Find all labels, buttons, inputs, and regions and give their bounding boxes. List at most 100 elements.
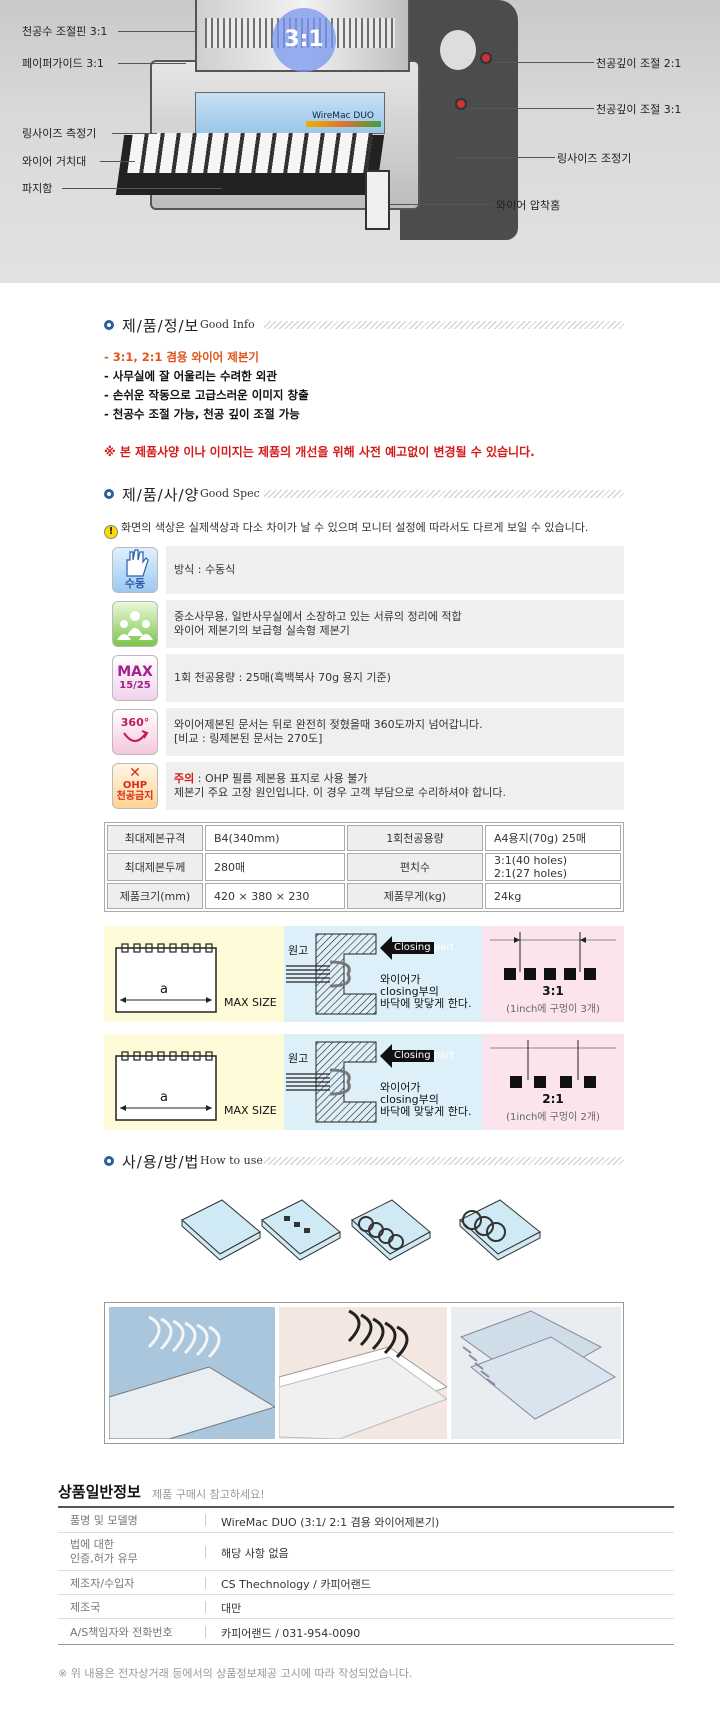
callout-depth-21: 천공깊이 조절 2:1 [596, 57, 682, 70]
bullet-icon [104, 320, 114, 330]
spec-table: 최대제본규격 B4(340mm) 1회천공용량 A4용지(70g) 25매 최대… [104, 822, 624, 912]
section-subtitle: How to use [200, 1154, 263, 1167]
bullet-icon [104, 1156, 114, 1166]
office-people-icon [112, 601, 158, 647]
general-info-row: 법에 대한 인증,허가 유무 해당 사항 없음 [58, 1533, 674, 1571]
table-cell: B4(340mm) [205, 825, 345, 851]
ratio-label: 3:1 [542, 984, 564, 998]
spec-row-360: 360° 와이어제본된 문서는 뒤로 완전히 젖혔을때 360도까지 넘어갑니다… [110, 708, 624, 756]
icon-caption: 수동 [124, 577, 146, 590]
callout-scrap-tray: 파지함 [22, 182, 53, 195]
machine-handle-hole [440, 30, 476, 70]
callout-line [118, 63, 186, 64]
callout-line [494, 62, 594, 63]
table-header-cell: 1회천공용량 [347, 825, 483, 851]
spec-line: 중소사무용, 일반사무실에서 소장하고 있는 서류의 정리에 적합 [174, 610, 462, 623]
table-header-cell: 제품크기(mm) [107, 883, 203, 909]
change-notice: ※ 본 제품사양 이나 이미지는 제품의 개선을 위해 사전 예고없이 변경될 … [104, 445, 535, 459]
info-lines: - 3:1, 2:1 겸용 와이어 제본기 - 사무실에 잘 어울리는 수려한 … [104, 348, 309, 424]
spec-text: 1회 천공용량 : 25매(흑백복사 70g 용지 기준) [166, 654, 624, 702]
spec-row-capacity: MAX 15/25 1회 천공용량 : 25매(흑백복사 70g 용지 기준) [110, 654, 624, 702]
general-info-row: 제조자/수입자 CS Thechnology / 카피어랜드 [58, 1571, 674, 1595]
callout-depth-31: 천공깊이 조절 3:1 [596, 103, 682, 116]
table-header-cell: 최대제본두께 [107, 853, 203, 881]
warning-text: 화면의 색상은 실제색상과 다소 차이가 날 수 있으며 모니터 설정에 따라서… [121, 521, 589, 534]
spec-line: 와이어 제본기의 보급형 실속형 제본기 [174, 624, 350, 637]
callout-paper-guide: 페이퍼가이드 3:1 [22, 57, 104, 70]
info-line: - 3:1, 2:1 겸용 와이어 제본기 [104, 350, 260, 364]
section-heading-spec: 제/품/사/양 Good Spec [104, 484, 624, 504]
depth-knob-31 [455, 98, 467, 110]
info-key: 법에 대한 인증,허가 유무 [70, 1538, 138, 1565]
section-title: 사/용/방/법 [122, 1153, 200, 1171]
closing-desc: 와이어가 closing부의 바닥에 맞닿게 한다. [380, 1081, 472, 1118]
a-label: a [160, 1090, 168, 1105]
howto-steps-illustration [181, 1199, 541, 1261]
icon-caption: 360° [120, 716, 150, 729]
callout-line [62, 188, 222, 189]
ratio-label: 2:1 [542, 1092, 564, 1106]
general-info-subtitle: 제품 구매시 참고하세요! [152, 1488, 265, 1501]
info-value: 해당 사항 없음 [221, 1547, 289, 1560]
caution-label: 주의 [174, 772, 195, 785]
table-cell: 420 × 380 × 230 [205, 883, 345, 909]
brand-label: WireMac DUO [312, 111, 374, 121]
spec-line: 제본기 주요 고장 원인입니다. 이 경우 고객 부담으로 수리하셔야 합니다. [174, 786, 506, 799]
closing-panel: 원고 Closing part 와이어가 closing부의 바닥에 맞닿게 한… [284, 1034, 482, 1130]
table-cell: 280매 [205, 853, 345, 881]
callout-ring-size-gauge: 링사이즈 측정기 [22, 127, 97, 140]
depth-knob-21 [480, 52, 492, 64]
table-row: 제품크기(mm) 420 × 380 × 230 제품무게(kg) 24kg [107, 883, 621, 909]
wire-closer-shape [365, 170, 390, 230]
max-size-panel: a MAX SIZE [104, 926, 284, 1022]
hole-ratio-panel: 3:1 (1inch에 구멍이 3개) [482, 926, 624, 1022]
caution-text: : OHP 필름 제본용 표지로 사용 불가 [194, 772, 368, 785]
section-title: 제/품/사/양 [122, 486, 200, 504]
photo-clear-cover [451, 1307, 621, 1439]
callout-line [455, 157, 555, 158]
table-row: 최대제본두께 280매 편치수 3:1(40 holes) 2:1(27 hol… [107, 853, 621, 881]
spec-line: [비교 : 링제본된 문서는 270도] [174, 732, 323, 745]
table-header-cell: 제품무게(kg) [347, 883, 483, 909]
general-info-footnote: ※ 위 내용은 전자상거래 등에서의 상품정보제공 고시에 따라 작성되었습니다… [58, 1667, 413, 1680]
general-info-row: A/S책임자와 전화번호 카피어랜드 / 031-954-0090 [58, 1619, 674, 1645]
hatch-divider [264, 1157, 624, 1165]
info-key: A/S책임자와 전화번호 [70, 1626, 173, 1639]
general-info-row: 제조국 대만 [58, 1595, 674, 1619]
hatch-divider [264, 490, 624, 498]
spec-line: 와이어제본된 문서는 뒤로 완전히 젖혔을때 360도까지 넘어갑니다. [174, 718, 483, 731]
section-subtitle: Good Info [200, 318, 255, 331]
icon-caption: OHP [122, 780, 148, 791]
hand-icon: 수동 [112, 547, 158, 593]
paper-label: 원고 [288, 944, 309, 957]
spec-line: 1회 천공용량 : 25매(흑백복사 70g 용지 기준) [174, 671, 391, 684]
icon-caption-sub: 천공금지 [116, 791, 154, 802]
section-title: 제/품/정/보 [122, 317, 200, 335]
callout-wire-closer: 와이어 압착홈 [496, 199, 561, 212]
closing-part-label: Closing part [394, 942, 455, 953]
spec-line: 주의 : OHP 필름 제본용 표지로 사용 불가 [174, 772, 616, 786]
max-size-label: MAX SIZE [224, 996, 277, 1009]
callout-pin-adjust: 천공수 조절핀 3:1 [22, 25, 108, 38]
info-key: 제조자/수입자 [70, 1577, 135, 1590]
color-warning: !화면의 색상은 실제색상과 다소 차이가 날 수 있으며 모니터 설정에 따라… [104, 519, 588, 539]
photo-white-wire [109, 1307, 275, 1439]
table-row: 최대제본규격 B4(340mm) 1회천공용량 A4용지(70g) 25매 [107, 825, 621, 851]
spec-text: 중소사무용, 일반사무실에서 소장하고 있는 서류의 정리에 적합 와이어 제본… [166, 600, 624, 648]
callout-wire-holder: 와이어 거치대 [22, 155, 87, 168]
table-cell: A4용지(70g) 25매 [485, 825, 621, 851]
max-capacity-icon: MAX 15/25 [112, 655, 158, 701]
hatch-divider [264, 321, 624, 329]
machine-label-strip: WireMac DUO [195, 92, 385, 134]
info-line: - 손쉬운 작동으로 고급스러운 이미지 창출 [104, 388, 309, 402]
rotate-360-icon: 360° [112, 709, 158, 755]
a-label: a [160, 982, 168, 997]
general-info-title: 상품일반정보 [58, 1483, 141, 1501]
info-value: WireMac DUO (3:1/ 2:1 겸용 와이어제본기) [221, 1516, 440, 1529]
general-info-row: 품명 및 모델명 WireMac DUO (3:1/ 2:1 겸용 와이어제본기… [58, 1508, 674, 1533]
hole-ratio-panel: 2:1 (1inch에 구멍이 2개) [482, 1034, 624, 1130]
binding-diagram-3to1: a MAX SIZE 원고 Closing part 와이어가 closing부… [104, 926, 624, 1022]
holes-per-inch: (1inch에 구멍이 3개) [506, 1004, 600, 1015]
info-key: 제조국 [70, 1601, 101, 1614]
info-value: 카피어랜드 / 031-954-0090 [221, 1627, 361, 1640]
